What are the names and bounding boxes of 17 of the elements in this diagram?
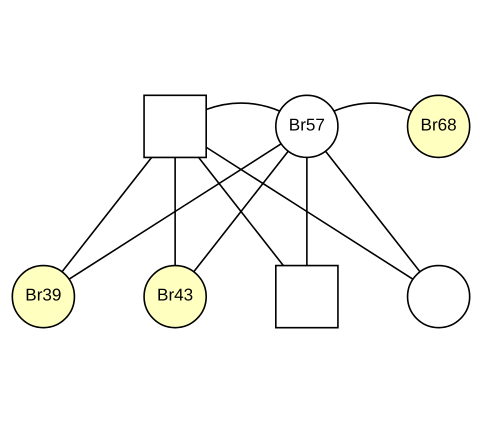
node-circle: Br43 <box>143 264 207 328</box>
connector <box>174 156 176 265</box>
connector <box>193 150 289 272</box>
node-circle: Br57 <box>275 94 339 158</box>
connector <box>334 102 412 112</box>
node-box <box>143 94 207 158</box>
node-circle: Br68 <box>406 94 470 158</box>
node-box <box>275 264 339 328</box>
node-circle: Br39 <box>12 264 76 328</box>
connector <box>206 146 414 280</box>
connector <box>325 150 420 272</box>
connector <box>306 156 308 265</box>
connector <box>198 156 284 266</box>
connector <box>206 102 280 112</box>
connector <box>68 142 282 280</box>
connector <box>61 156 152 272</box>
node-circle <box>406 264 470 328</box>
